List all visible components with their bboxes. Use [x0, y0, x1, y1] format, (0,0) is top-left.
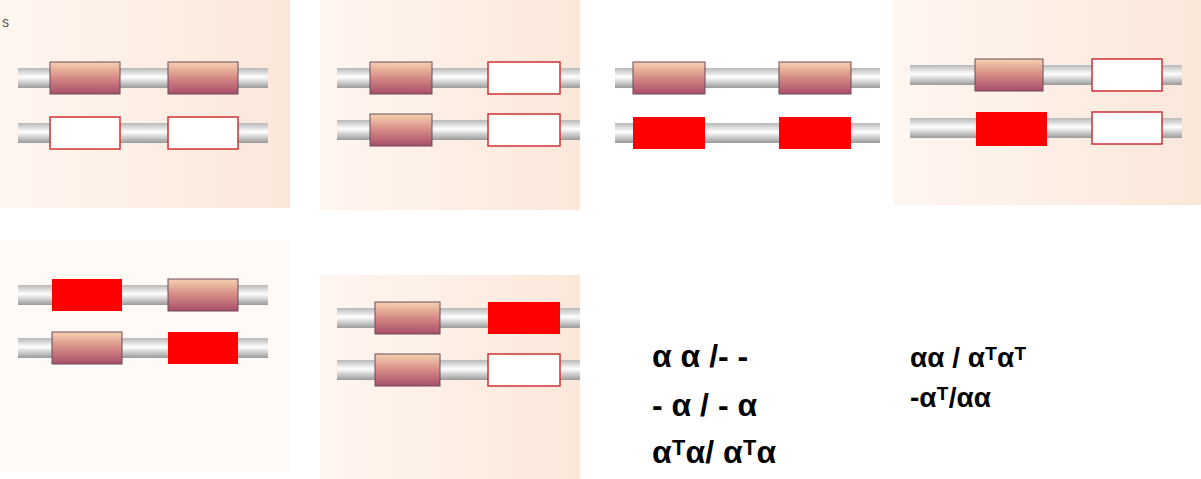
panel-background — [893, 0, 1201, 205]
genotype-label: αα / αᵀαᵀ — [910, 342, 1026, 374]
panel-background — [0, 0, 290, 208]
chromosome-pair — [615, 62, 880, 149]
genotype-label: -αᵀ/αα — [910, 382, 991, 414]
panel-background — [0, 240, 290, 472]
chromosome-pair — [18, 279, 268, 364]
cropped-letter: s — [2, 14, 9, 30]
genotype-label: αᵀα/ αᵀα — [652, 434, 776, 471]
chromosome-pair — [910, 59, 1182, 146]
chromosome-pair — [337, 62, 580, 146]
chromosome-pair — [337, 302, 580, 386]
panel-background — [320, 0, 580, 210]
genotype-label: α α /- - — [652, 338, 748, 375]
genotype-label: - α / - α — [652, 387, 757, 424]
chromosome-pair — [18, 62, 268, 149]
panel-background — [320, 275, 580, 479]
